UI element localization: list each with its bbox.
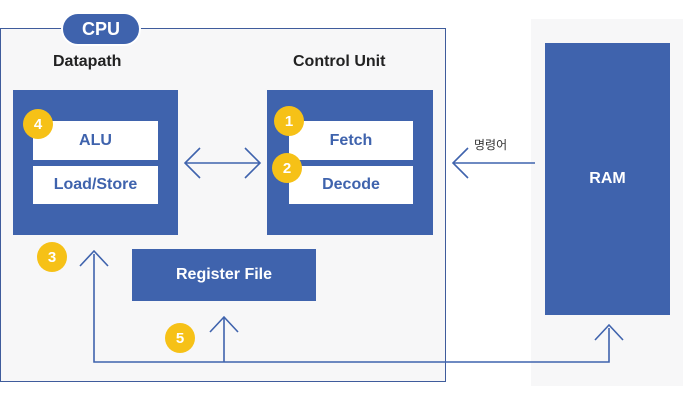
register-file-box: Register File	[132, 249, 316, 301]
alu-box: ALU	[33, 121, 158, 160]
step-badge-4: 4	[23, 109, 53, 139]
fetch-box: Fetch	[289, 121, 413, 160]
ram-box: RAM	[545, 43, 670, 315]
step-badge-3: 3	[37, 242, 67, 272]
decode-box: Decode	[289, 166, 413, 204]
step-badge-1: 1	[274, 106, 304, 136]
cpu-badge: CPU	[61, 12, 141, 46]
step-badge-2: 2	[272, 153, 302, 183]
control-unit-heading: Control Unit	[293, 53, 386, 70]
datapath-heading: Datapath	[53, 53, 122, 70]
instruction-arrow-label: 명령어	[474, 138, 508, 152]
load-store-box: Load/Store	[33, 166, 158, 204]
step-badge-5: 5	[165, 323, 195, 353]
